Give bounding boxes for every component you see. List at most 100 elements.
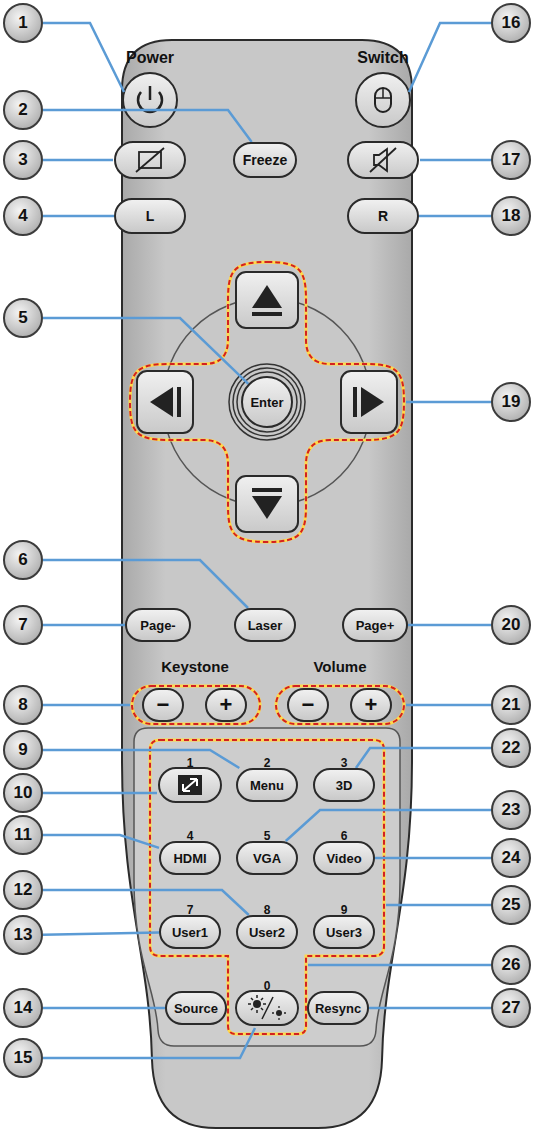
art-path (248, 995, 266, 1013)
leader-path (43, 624, 125, 627)
mute-button (348, 142, 418, 178)
art-rect (348, 142, 418, 178)
button-label: Keystone (161, 658, 229, 675)
callout-number: 22 (491, 728, 531, 768)
art-path (43, 704, 130, 707)
button-label: Volume (313, 658, 366, 675)
button-text: 2 (18, 100, 27, 120)
button-text: 4 (18, 206, 27, 226)
callout-number: 6 (3, 540, 43, 580)
callout-number: 26 (491, 945, 531, 985)
art-path (43, 792, 157, 795)
key-number: 5 (264, 829, 271, 843)
leader-path (356, 748, 491, 768)
button-text: 12 (14, 880, 33, 900)
callout-number: 13 (3, 915, 43, 955)
art-rect (177, 387, 181, 417)
art-path (130, 262, 404, 542)
art-rect (353, 387, 357, 417)
art-path (409, 23, 491, 92)
leader-line (43, 750, 239, 768)
leader-line (43, 933, 159, 935)
button-text: 23 (502, 800, 521, 820)
button-text: Video (326, 851, 361, 866)
art-circle (253, 1000, 261, 1008)
button-text: HDMI (173, 851, 206, 866)
callout-number: 20 (491, 605, 531, 645)
arrow-up-button (236, 272, 298, 328)
art-path (406, 704, 491, 707)
button-text: − (302, 694, 315, 716)
callout-number: 11 (3, 815, 43, 855)
art-rect (159, 768, 221, 802)
callout-number: 1 (3, 3, 43, 43)
button-text: 9 (18, 740, 27, 760)
leader-line (43, 560, 248, 608)
dpad-group-outline (130, 262, 404, 542)
leader-path (286, 810, 491, 841)
adjust-button: + (350, 688, 392, 722)
dpad-ring (163, 298, 371, 506)
art-circle (276, 1010, 282, 1016)
callout-number: 25 (491, 885, 531, 925)
art-path (150, 387, 173, 417)
art-rect (115, 142, 185, 178)
leader-line (419, 216, 491, 217)
art-rect (132, 686, 260, 724)
leader-path (43, 110, 252, 142)
leader-line (375, 858, 491, 859)
art-path (150, 740, 384, 1034)
art-line (136, 148, 164, 172)
button-text: 21 (502, 695, 521, 715)
callout-number: 24 (491, 838, 531, 878)
button-text: + (365, 694, 378, 716)
button-text: Page- (140, 618, 175, 633)
button-text: 26 (502, 955, 521, 975)
key-number: 7 (187, 903, 194, 917)
button-panel (134, 728, 400, 1046)
art-circle (123, 73, 177, 127)
arrow-left-button (137, 371, 193, 433)
keystone-group-outline (132, 686, 260, 724)
callout-number: 23 (491, 790, 531, 830)
art-path (272, 1006, 286, 1020)
art-path (130, 262, 404, 542)
remote-button: User1 (159, 915, 221, 949)
callout-number: 19 (491, 382, 531, 422)
leader-path (408, 624, 491, 627)
remote-button: Laser (234, 608, 296, 642)
leader-path (43, 835, 159, 848)
remote-button: Video (313, 841, 375, 875)
key-number: 8 (264, 903, 271, 917)
button-text: Freeze (243, 152, 287, 168)
art-path (252, 285, 282, 308)
art-rect (375, 88, 391, 112)
leader-line (356, 748, 491, 768)
leader-line (369, 1008, 491, 1009)
remote-button: Menu (236, 768, 298, 802)
art-rect (252, 488, 282, 492)
key-number: 0 (264, 979, 271, 993)
button-text: 6 (18, 550, 27, 570)
button-text: Laser (248, 618, 283, 633)
leader-path (43, 750, 239, 768)
button-text: User3 (326, 925, 362, 940)
leader-line (43, 318, 248, 384)
leader-line (43, 835, 159, 848)
remote-button: VGA (236, 841, 298, 875)
button-text: Source (174, 1001, 218, 1016)
button-text: 16 (502, 13, 521, 33)
leader-line (43, 890, 249, 915)
leader-path (369, 1007, 491, 1010)
leader-path (375, 857, 491, 860)
callout-number: 8 (3, 685, 43, 725)
art-rect (252, 312, 282, 316)
button-text: L (146, 208, 155, 224)
callout-number: 2 (3, 90, 43, 130)
art-path (420, 159, 491, 162)
button-text: 11 (14, 825, 32, 845)
button-text: R (378, 208, 388, 224)
adjust-button: − (142, 688, 184, 722)
callout-number: 10 (3, 773, 43, 813)
art-rect (341, 371, 397, 433)
